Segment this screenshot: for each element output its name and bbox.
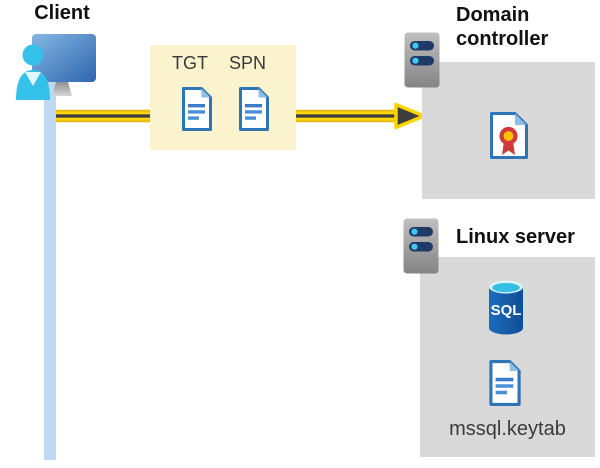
certificate-icon: [490, 112, 528, 159]
person-head: [22, 44, 44, 66]
keytab-file-label: mssql.keytab: [449, 418, 566, 440]
document-icon: [179, 86, 215, 132]
arrowhead: [394, 102, 426, 130]
server-icon: [404, 32, 440, 88]
sql-database-icon: SQL: [489, 280, 523, 335]
certificate-seal: [499, 126, 518, 146]
tgt-label: TGT: [172, 53, 208, 73]
domain-controller-label: Domain controller: [456, 4, 549, 50]
document-icon: [489, 360, 521, 406]
timeline-bar: [44, 78, 56, 460]
sql-text: SQL: [491, 302, 522, 319]
client-label: Client: [34, 2, 90, 24]
database-cylinder: [489, 287, 523, 335]
document-icon: [236, 86, 272, 132]
certificate-ribbon: [502, 141, 515, 155]
server-icon: [403, 218, 439, 274]
spn-label: SPN: [229, 53, 267, 73]
person-at-monitor-icon: [16, 34, 96, 100]
person-collar: [25, 72, 41, 86]
ticket-highlight-box: TGT SPN: [150, 45, 296, 150]
monitor-stand: [52, 82, 72, 96]
monitor-screen: [32, 34, 96, 82]
linux-server-label: Linux server: [456, 226, 575, 248]
